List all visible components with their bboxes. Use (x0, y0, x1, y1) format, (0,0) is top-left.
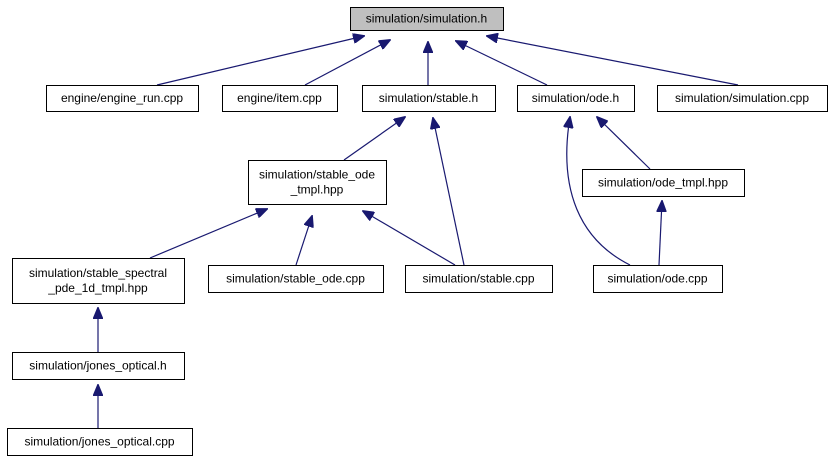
node-stable-cpp[interactable]: simulation/stable.cpp (405, 265, 553, 293)
edge-arrow (567, 117, 631, 266)
edge-arrow (456, 41, 548, 86)
node-label: simulation/stable.cpp (422, 272, 534, 286)
edge-arrow (304, 40, 390, 86)
node-label: simulation/simulation.h (366, 12, 487, 26)
node-box[interactable] (12, 352, 185, 380)
node-label: simulation/stable_ode (259, 168, 375, 182)
node-box[interactable] (657, 85, 828, 112)
node-label: simulation/stable.h (379, 91, 478, 105)
node-label: simulation/ode.h (532, 91, 619, 105)
edge-stable-ode-tmpl-to-stable-h (343, 117, 405, 161)
node-label: _tmpl.hpp (290, 183, 344, 197)
node-engine-run[interactable]: engine/engine_run.cpp (46, 85, 199, 112)
node-box[interactable] (405, 265, 553, 293)
node-label: engine/engine_run.cpp (61, 91, 183, 105)
nodes-layer: simulation/simulation.h engine/engine_run… (7, 7, 828, 456)
edge-ode-cpp-to-ode-tmpl (659, 201, 662, 266)
node-label: simulation/stable_spectral (29, 266, 167, 280)
node-box[interactable] (208, 265, 384, 293)
node-label: simulation/jones_optical.cpp (24, 435, 174, 449)
node-stable-ode-tmpl[interactable]: simulation/stable_ode_tmpl.hpp (248, 160, 387, 205)
node-label: _pde_1d_tmpl.hpp (47, 281, 148, 295)
edge-stable-cpp-to-stable-ode-tmpl (363, 211, 456, 266)
edges-layer (98, 36, 739, 428)
node-jones-h[interactable]: simulation/jones_optical.h (12, 352, 185, 380)
node-box[interactable] (362, 85, 496, 112)
node-box[interactable] (582, 169, 745, 197)
edge-simulation-cpp-to-root (487, 36, 739, 86)
node-label: simulation/ode_tmpl.hpp (598, 176, 728, 190)
edge-ode-tmpl-to-ode-h (597, 117, 651, 170)
edge-arrow (295, 216, 312, 266)
edge-arrow (433, 118, 465, 266)
edge-ode-cpp-to-ode-h (567, 117, 631, 266)
edge-arrow (363, 211, 456, 266)
edge-arrow (156, 36, 364, 86)
node-stable-ode-cpp[interactable]: simulation/stable_ode.cpp (208, 265, 384, 293)
node-label: simulation/jones_optical.h (29, 359, 166, 373)
node-root[interactable]: simulation/simulation.h (350, 7, 504, 31)
node-ode-h[interactable]: simulation/ode.h (517, 85, 635, 112)
node-box[interactable] (350, 7, 504, 31)
node-simulation-cpp[interactable]: simulation/simulation.cpp (657, 85, 828, 112)
node-stable-h[interactable]: simulation/stable.h (362, 85, 496, 112)
edge-item-to-root (304, 40, 390, 86)
edge-engine-run-to-root (156, 36, 364, 86)
edge-arrow (597, 117, 651, 170)
node-item[interactable]: engine/item.cpp (222, 85, 338, 112)
node-box[interactable] (222, 85, 338, 112)
node-label: simulation/simulation.cpp (675, 91, 809, 105)
node-box[interactable] (7, 428, 193, 456)
edge-arrow (343, 117, 405, 161)
edge-arrow (149, 209, 267, 259)
node-box[interactable] (517, 85, 635, 112)
node-label: simulation/stable_ode.cpp (226, 272, 365, 286)
node-label: simulation/ode.cpp (607, 272, 707, 286)
node-jones-cpp[interactable]: simulation/jones_optical.cpp (7, 428, 193, 456)
node-ode-cpp[interactable]: simulation/ode.cpp (593, 265, 723, 293)
node-box[interactable] (46, 85, 199, 112)
edge-arrow (659, 201, 662, 266)
edge-stable-spectral-to-stable-ode-tmpl (149, 209, 267, 259)
edge-ode-h-to-root (456, 41, 548, 86)
node-stable-spectral[interactable]: simulation/stable_spectral_pde_1d_tmpl.h… (12, 258, 185, 304)
node-label: engine/item.cpp (237, 91, 322, 105)
node-box[interactable] (593, 265, 723, 293)
node-ode-tmpl[interactable]: simulation/ode_tmpl.hpp (582, 169, 745, 197)
edge-arrow (487, 36, 739, 86)
edge-stable-ode-cpp-to-stable-ode-tmpl (295, 216, 312, 266)
node-box[interactable] (12, 258, 185, 304)
edge-stable-cpp-to-stable-h (433, 118, 465, 266)
node-box[interactable] (248, 160, 387, 205)
